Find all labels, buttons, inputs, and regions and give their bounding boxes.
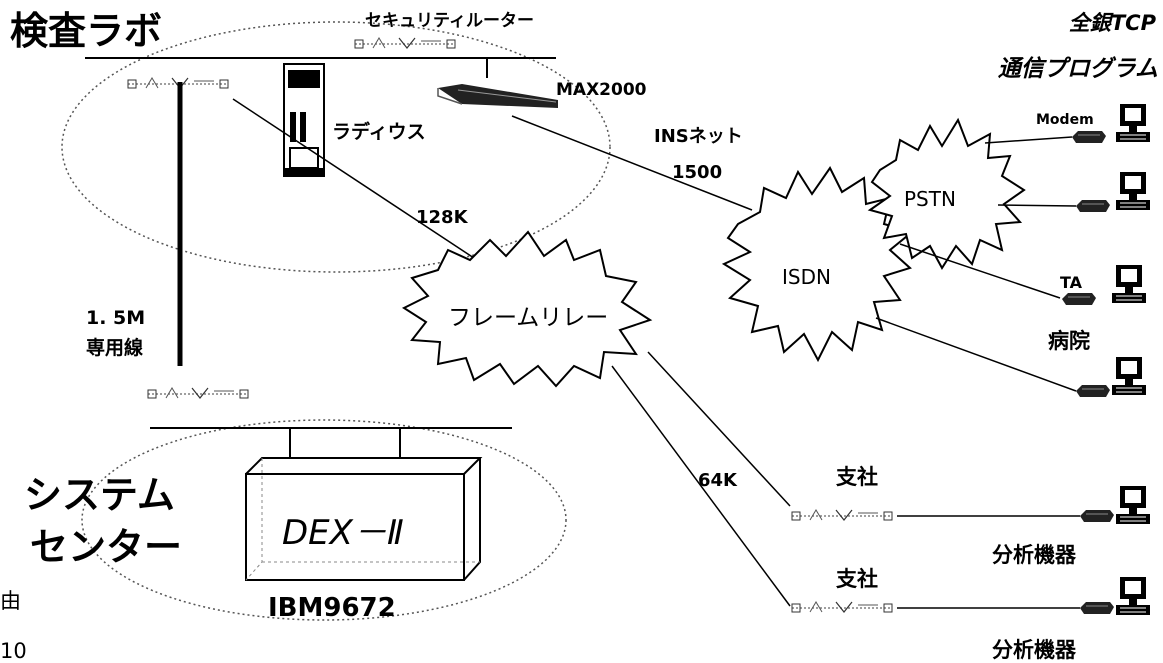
hospital-label: 病院	[1048, 329, 1090, 353]
system-center-title-line1: システム	[24, 473, 175, 517]
radius-label: ラディウス	[332, 120, 426, 143]
edge-number: 10	[0, 639, 27, 663]
64k-label: 64K	[698, 470, 738, 491]
ins-net-label: INSネット	[654, 126, 743, 147]
pc-icon-1	[1116, 104, 1150, 142]
ibm-label: IBM9672	[268, 593, 396, 623]
modem-icon-1	[1072, 131, 1106, 143]
isdn-label: ISDN	[782, 265, 831, 289]
dex-label: DEX－Ⅱ	[282, 513, 404, 553]
security-router-label: セキュリティルーター	[365, 11, 534, 31]
pstn-label: PSTN	[904, 187, 956, 211]
system-center-title-line2: センター	[30, 525, 182, 569]
link-isdn-to-ta	[900, 244, 1060, 298]
ta-label: TA	[1060, 273, 1083, 292]
pc-icon-2	[1116, 172, 1150, 210]
max2000-device-icon	[438, 84, 558, 108]
leased-line-type-label: 専用線	[86, 336, 143, 359]
device-label-1: 分析機器	[992, 543, 1077, 567]
ins-speed-label: 1500	[672, 162, 722, 183]
branch-label-1: 支社	[836, 465, 878, 489]
link-isdn-to-hospital-4	[876, 318, 1076, 391]
branch-router-icon-1	[792, 510, 892, 520]
leased-line-speed-label: 1. 5M	[86, 307, 145, 329]
branch-pc-icon-2	[1116, 577, 1150, 615]
modem-icon-2	[1076, 200, 1110, 212]
branch-modem-icon-1	[1080, 510, 1114, 522]
device-label-2: 分析機器	[992, 638, 1077, 662]
modem-label: Modem	[1036, 112, 1094, 128]
pc-icon-3	[1112, 265, 1146, 303]
branch-router-icon-2	[792, 602, 892, 612]
lab-title: 検査ラボ	[10, 9, 162, 53]
branch-modem-icon-2	[1080, 602, 1114, 614]
ta-icon	[1062, 293, 1096, 305]
edge-char: 由	[0, 589, 21, 613]
link-pstn-to-modem-1	[985, 137, 1072, 143]
frame-relay-label: フレームリレー	[448, 305, 608, 331]
branch-label-2: 支社	[836, 567, 878, 591]
system-center-router-icon	[148, 388, 248, 398]
program-label-line2: 通信プログラム	[998, 56, 1158, 82]
pc-icon-4	[1112, 357, 1146, 395]
program-label-line1: 全銀TCP	[1069, 11, 1157, 35]
radius-server-icon	[284, 64, 324, 176]
modem-icon-4	[1076, 385, 1110, 397]
branch-pc-icon-1	[1116, 486, 1150, 524]
isdn-cloud	[724, 168, 912, 360]
security-router-icon	[355, 38, 455, 48]
link-pstn-to-modem-2	[998, 205, 1076, 206]
128k-label: 128K	[416, 207, 469, 228]
max2000-label: MAX2000	[556, 80, 647, 100]
